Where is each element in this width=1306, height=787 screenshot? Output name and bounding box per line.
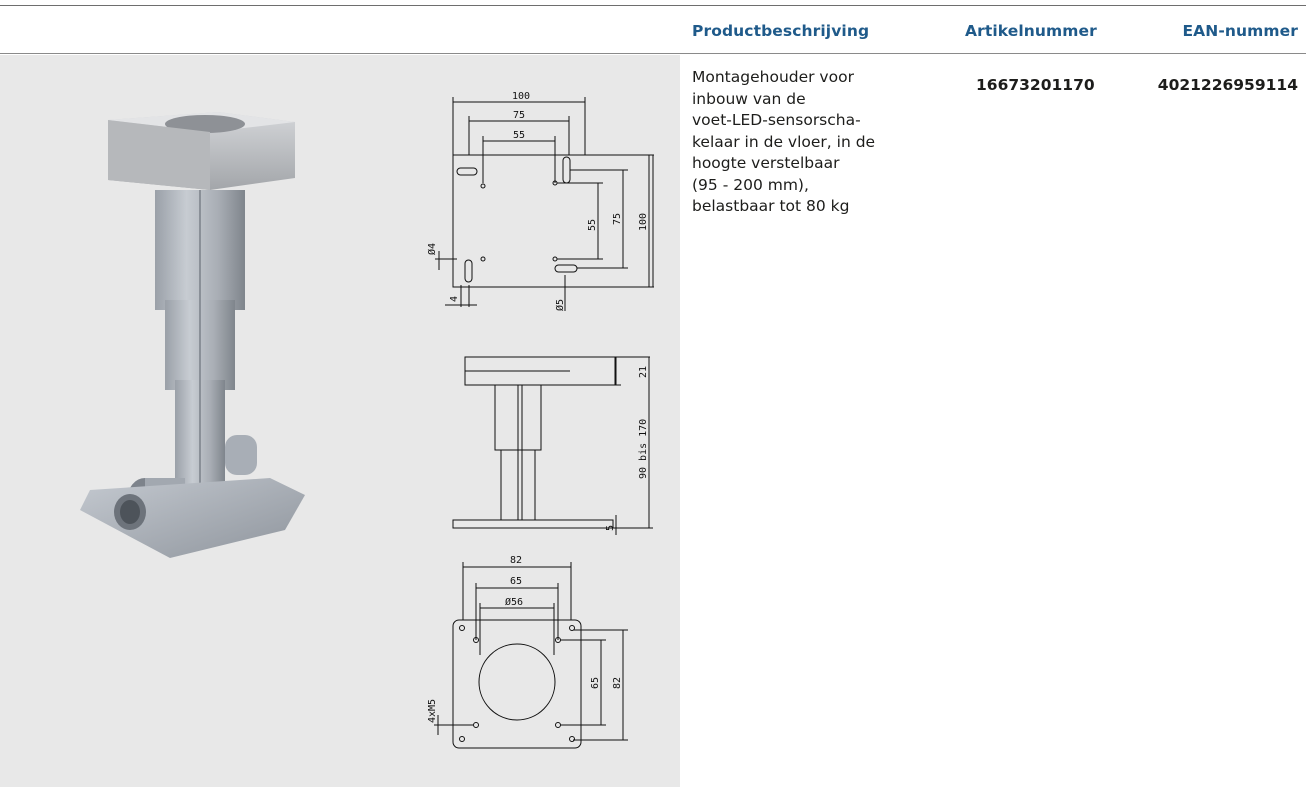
dim-top-h55: 55: [587, 219, 598, 231]
header-article-number: Artikelnummer: [965, 22, 1097, 40]
product-image-panel: 100 75 55 55 75 100 Ø4 4 Ø5 21 90 bis 17…: [0, 55, 680, 787]
dim-thread: 4xM5: [427, 699, 438, 723]
dim-base-65: 65: [510, 576, 522, 587]
dim-hole-4: Ø4: [426, 243, 438, 255]
dim-base-82: 82: [510, 555, 522, 566]
top-rule: [0, 5, 1306, 6]
product-photo: [80, 112, 305, 558]
dim-base-h65: 65: [590, 677, 601, 689]
dim-top-h75: 75: [612, 213, 623, 225]
dim-base-h82: 82: [612, 677, 623, 689]
dim-side-range: 90 bis 170: [638, 419, 649, 479]
dim-slot-4: 4: [449, 296, 460, 302]
dim-side-21: 21: [638, 366, 649, 378]
header-product-description: Productbeschrijving: [692, 22, 870, 40]
header-ean-number: EAN-nummer: [1182, 22, 1298, 40]
article-number: 16673201170: [976, 76, 1095, 94]
ean-number: 4021226959114: [1157, 76, 1298, 94]
dim-base-56: Ø56: [505, 596, 523, 608]
header-rule: [0, 53, 1306, 54]
dim-side-5: 5: [605, 525, 616, 531]
technical-drawings: 100 75 55 55 75 100 Ø4 4 Ø5 21 90 bis 17…: [426, 91, 654, 749]
product-description: Montagehouder voor inbouw van de voet-LE…: [692, 68, 876, 215]
dim-top-75: 75: [513, 110, 525, 121]
dim-hole-5: Ø5: [554, 299, 566, 311]
table-header-row: Productbeschrijving Artikelnummer EAN-nu…: [0, 0, 1306, 55]
dim-top-55: 55: [513, 130, 525, 141]
dim-top-100: 100: [512, 91, 530, 102]
dim-top-h100: 100: [638, 213, 649, 231]
